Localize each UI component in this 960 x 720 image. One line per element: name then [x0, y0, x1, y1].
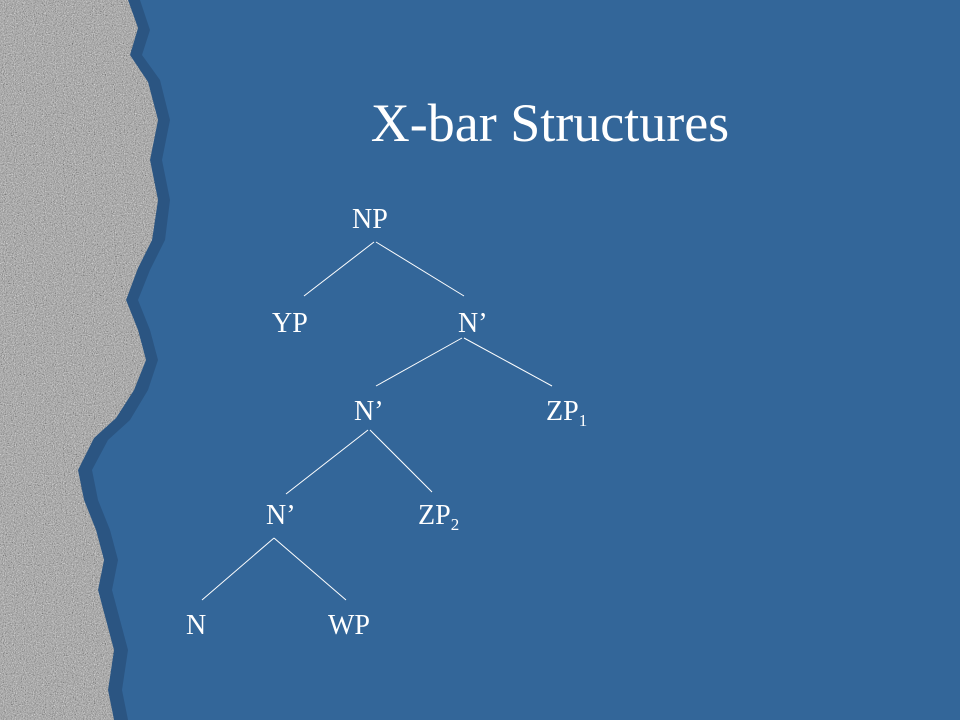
node-subscript: 1 — [578, 411, 588, 430]
tree-node-nbar-top: N’ — [458, 310, 488, 338]
node-label: WP — [328, 610, 370, 641]
tree-node-nbar-mid: N’ — [354, 398, 384, 426]
tree-node-zp1: ZP1 — [546, 396, 587, 430]
tree-edge-nbar-mid-to-nbar-low — [285, 429, 369, 495]
node-label: N’ — [458, 308, 488, 339]
node-label: YP — [272, 308, 308, 339]
tree-edge-nbar-low-to-n — [201, 537, 275, 601]
node-label: NP — [352, 204, 388, 235]
node-subscript: 2 — [450, 515, 460, 534]
tree-edge-nbar-top-to-nbar-mid — [375, 337, 463, 387]
tree-node-nbar-low: N’ — [266, 502, 296, 530]
tree-node-wp: WP — [328, 612, 370, 640]
node-label: N’ — [266, 500, 296, 531]
tree-edge-np-to-nbar-top — [375, 241, 465, 297]
tree-edge-nbar-mid-to-zp2 — [369, 429, 433, 493]
slide-title: X-bar Structures — [370, 93, 730, 153]
tree-node-zp2: ZP2 — [418, 500, 459, 534]
node-label: ZP — [418, 500, 451, 531]
tree-node-n: N — [186, 612, 206, 640]
tree-edge-np-to-yp — [303, 241, 375, 297]
tree-node-yp: YP — [272, 310, 308, 338]
node-label: N’ — [354, 396, 384, 427]
tree-node-np: NP — [352, 206, 388, 234]
tree-edge-nbar-low-to-wp — [273, 537, 347, 601]
node-label: ZP — [546, 396, 579, 427]
node-label: N — [186, 610, 207, 641]
tree-edge-nbar-top-to-zp1 — [463, 337, 553, 387]
